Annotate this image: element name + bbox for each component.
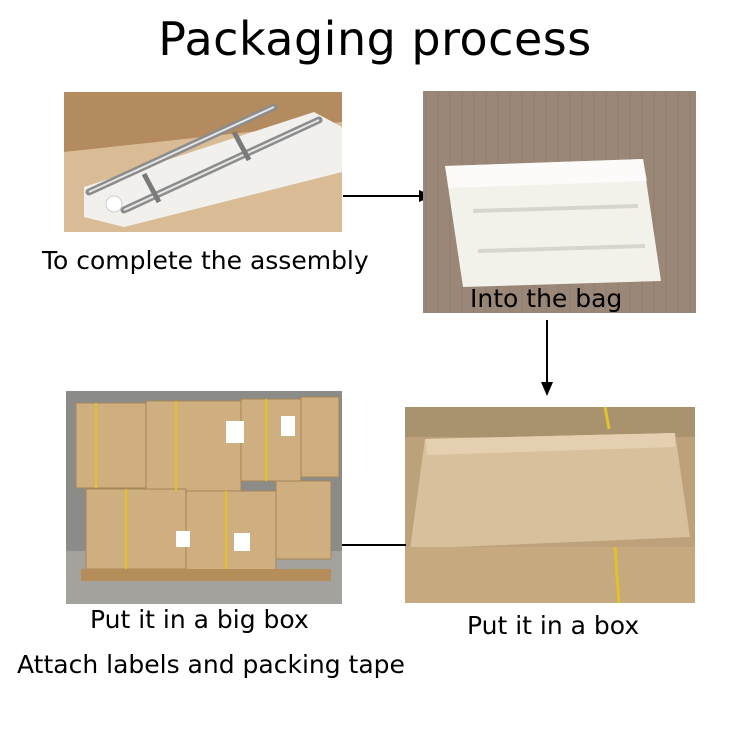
step-4-caption-line-1: Put it in a big box xyxy=(90,605,309,634)
pallet-photo xyxy=(66,391,342,604)
step-3-caption: Put it in a box xyxy=(467,611,640,640)
bagged-photo xyxy=(423,91,696,313)
step-4-caption-line-2: Attach labels and packing tape xyxy=(17,650,405,679)
arrow-down-icon xyxy=(541,320,553,396)
boxed-photo xyxy=(405,407,695,603)
assembly-photo xyxy=(64,92,342,232)
step-1-caption: To complete the assembly xyxy=(42,246,369,275)
arrow-right-icon xyxy=(343,190,433,202)
page-title: Packaging process xyxy=(158,12,592,66)
step-2-caption: Into the bag xyxy=(470,284,623,313)
